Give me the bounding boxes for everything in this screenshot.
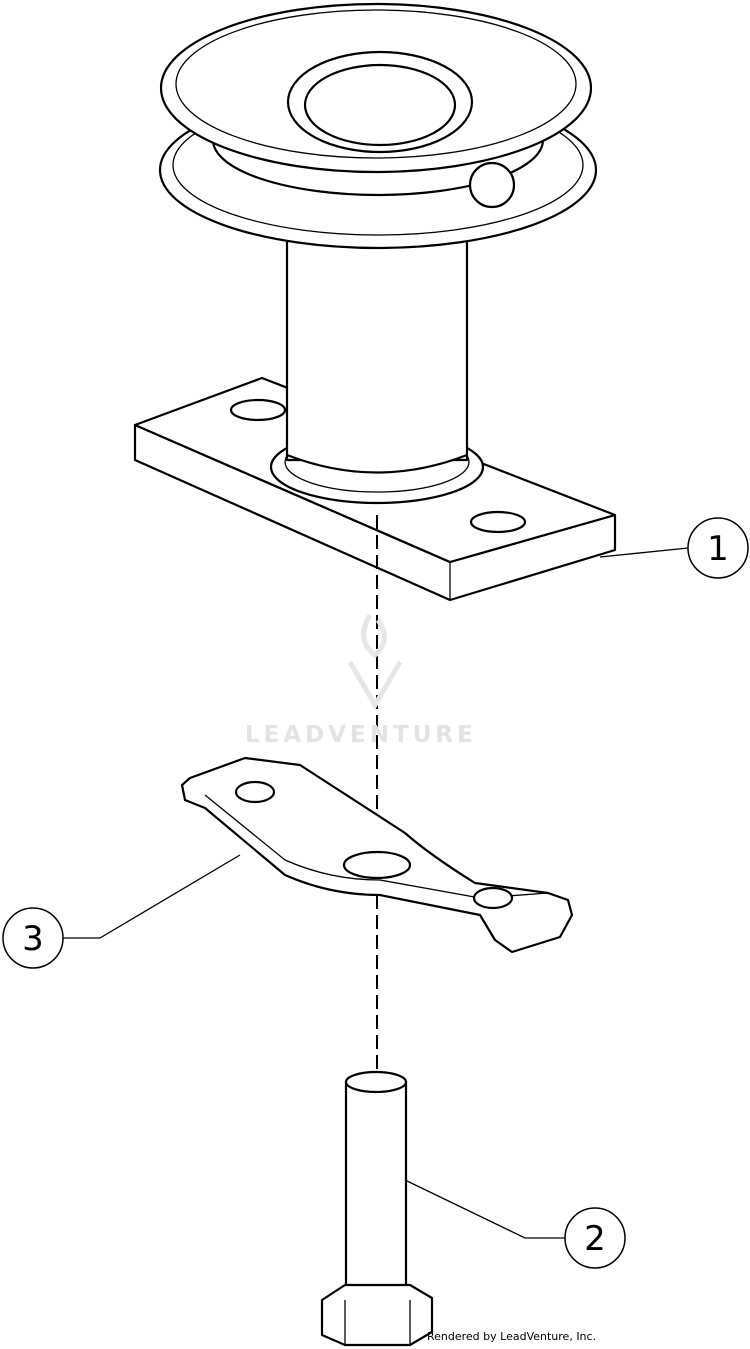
bolt bbox=[320, 1070, 434, 1347]
pulley bbox=[158, 2, 598, 250]
footer-credit: Rendered by LeadVenture, Inc. bbox=[427, 1330, 597, 1343]
blade-adapter bbox=[180, 756, 574, 954]
watermark-logo-icon bbox=[347, 613, 403, 710]
callout-2[interactable]: 2 bbox=[564, 1207, 626, 1269]
watermark-text: LEADVENTURE bbox=[245, 722, 477, 748]
callout-number: 2 bbox=[584, 1219, 606, 1259]
callout-1[interactable]: 1 bbox=[687, 517, 749, 579]
callout-number: 3 bbox=[22, 919, 44, 959]
callout-3[interactable]: 3 bbox=[2, 907, 64, 969]
callout-number: 1 bbox=[707, 529, 729, 569]
spindle-housing bbox=[285, 233, 469, 474]
leader-lines bbox=[63, 547, 689, 1239]
